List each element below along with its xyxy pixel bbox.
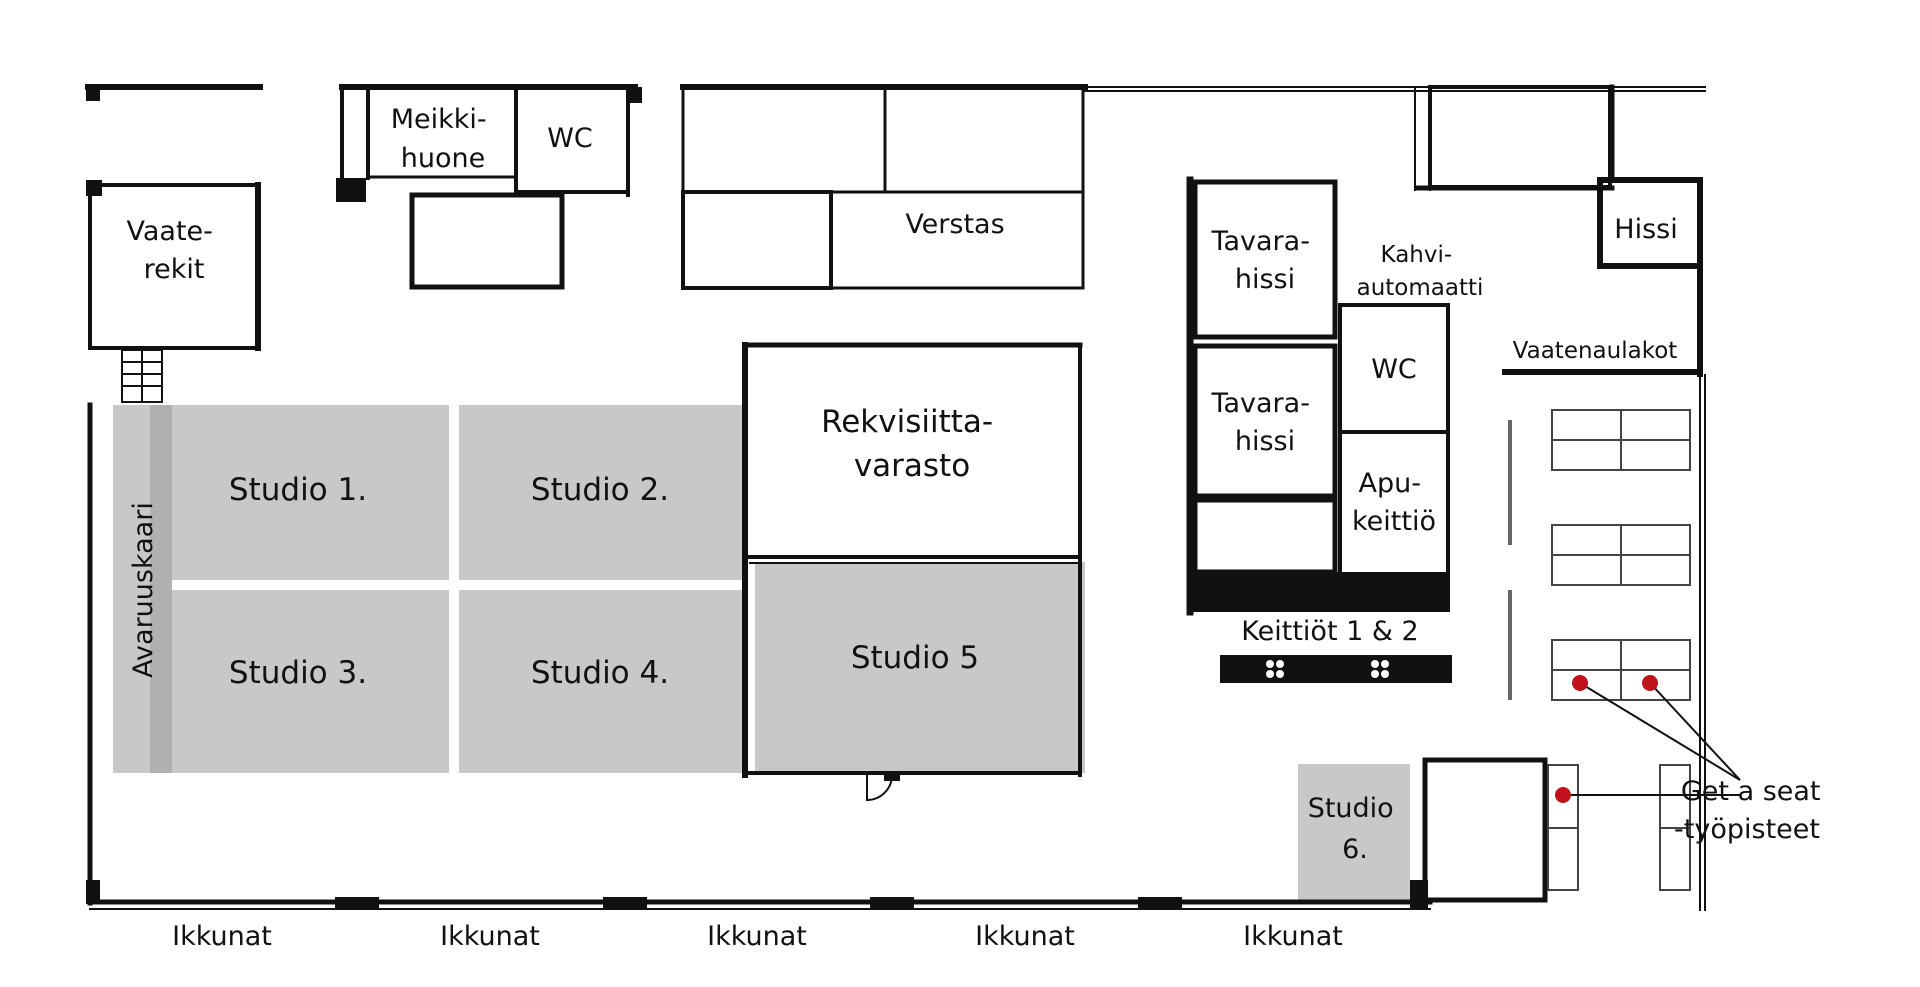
apukeittio-label-2: keittiö: [1352, 506, 1436, 537]
verstas-label: Verstas: [905, 209, 1004, 240]
get-a-seat-label-2: -työpisteet: [1674, 814, 1820, 845]
avaruuskaari-label: Avaruuskaari: [128, 502, 159, 678]
studio-2-area[interactable]: [459, 405, 747, 580]
meikkihuone-label-1: Meikki-: [391, 104, 487, 135]
svg-text:Tavara- hissi: Tavara- hissi: [1210, 226, 1318, 295]
studio-labels: Studio 1. Studio 2. Studio 3. Studio 4. …: [229, 472, 1403, 865]
meikkihuone-label-2: huone: [401, 143, 485, 174]
studio-4-area[interactable]: [459, 590, 747, 773]
workstations: [1508, 409, 1691, 891]
studio-5-label: Studio 5: [851, 640, 979, 676]
tavarahissi-2-label-2: hissi: [1235, 426, 1295, 457]
walls: [85, 84, 1706, 911]
studio-3-area[interactable]: [172, 590, 449, 773]
studio-1-area[interactable]: [172, 405, 449, 580]
get-a-seat-pointers: [1563, 682, 1741, 796]
rekvisiittavarasto-label-1: Rekvisiitta-: [821, 404, 993, 440]
window-label-2: Ikkunat: [440, 921, 540, 952]
svg-text:Vaate- rekit: Vaate- rekit: [127, 216, 222, 285]
kahviautomaatti-label-2: automaatti: [1357, 275, 1484, 301]
vaatenaulakot-label: Vaatenaulakot: [1513, 338, 1678, 364]
svg-text:Apu- keittiö: Apu- keittiö: [1352, 468, 1436, 537]
tavarahissi-2-label-1: Tavara-: [1210, 388, 1309, 419]
window-labels: Ikkunat Ikkunat Ikkunat Ikkunat Ikkunat: [172, 921, 1343, 952]
studio-2-label: Studio 2.: [531, 472, 669, 508]
wc-top-label: WC: [547, 123, 593, 154]
tavarahissi-1-label-1: Tavara-: [1210, 226, 1309, 257]
seat-marker-1[interactable]: [1572, 675, 1588, 691]
window-label-3: Ikkunat: [707, 921, 807, 952]
get-a-seat-label-1: Get a seat: [1681, 776, 1821, 807]
tavarahissi-1-label-2: hissi: [1235, 264, 1295, 295]
get-a-seat-label: Get a seat -työpisteet: [1674, 776, 1829, 845]
vaaterekit-label-2: rekit: [144, 254, 205, 285]
studio-6-label-1: Studio: [1308, 793, 1394, 824]
studio-5-area[interactable]: [755, 562, 1085, 773]
studio-4-label: Studio 4.: [531, 655, 669, 691]
window-label-5: Ikkunat: [1243, 921, 1343, 952]
seat-marker-3[interactable]: [1555, 787, 1571, 803]
svg-text:Tavara- hissi: Tavara- hissi: [1210, 388, 1318, 457]
svg-text:Studio 6.: Studio 6.: [1308, 793, 1403, 865]
window-label-1: Ikkunat: [172, 921, 272, 952]
keittiot-label: Keittiöt 1 & 2: [1241, 616, 1418, 647]
apukeittio-label-1: Apu-: [1358, 468, 1420, 499]
svg-text:Kahvi- automaatti: Kahvi- automaatti: [1357, 242, 1484, 301]
vaaterekit-label-1: Vaate-: [127, 216, 213, 247]
studio-areas: [113, 405, 1410, 900]
stove-burners: [1266, 660, 1389, 678]
avaruuskaari-shade: [150, 405, 172, 773]
seat-marker-2[interactable]: [1642, 675, 1658, 691]
svg-text:Meikki- huone: Meikki- huone: [391, 104, 496, 174]
room-labels: Meikki- huone WC Verstas Vaate- rekit Ta…: [127, 104, 1678, 678]
wc-right-label: WC: [1371, 354, 1417, 385]
kahviautomaatti-label-1: Kahvi-: [1381, 242, 1453, 268]
studio-6-label-2: 6.: [1342, 834, 1368, 865]
hissi-label: Hissi: [1614, 214, 1677, 245]
studio-6-area[interactable]: [1298, 764, 1410, 900]
studio-3-label: Studio 3.: [229, 655, 367, 691]
studio-1-label: Studio 1.: [229, 472, 367, 508]
svg-text:Get a seat -työpisteet: Get a seat -työpisteet: [1674, 776, 1829, 845]
svg-text:Rekvisiitta- varasto: Rekvisiitta- varasto: [821, 404, 1003, 484]
window-label-4: Ikkunat: [975, 921, 1075, 952]
get-a-seat-markers[interactable]: [1555, 675, 1658, 803]
rekvisiittavarasto-label-2: varasto: [854, 448, 970, 484]
